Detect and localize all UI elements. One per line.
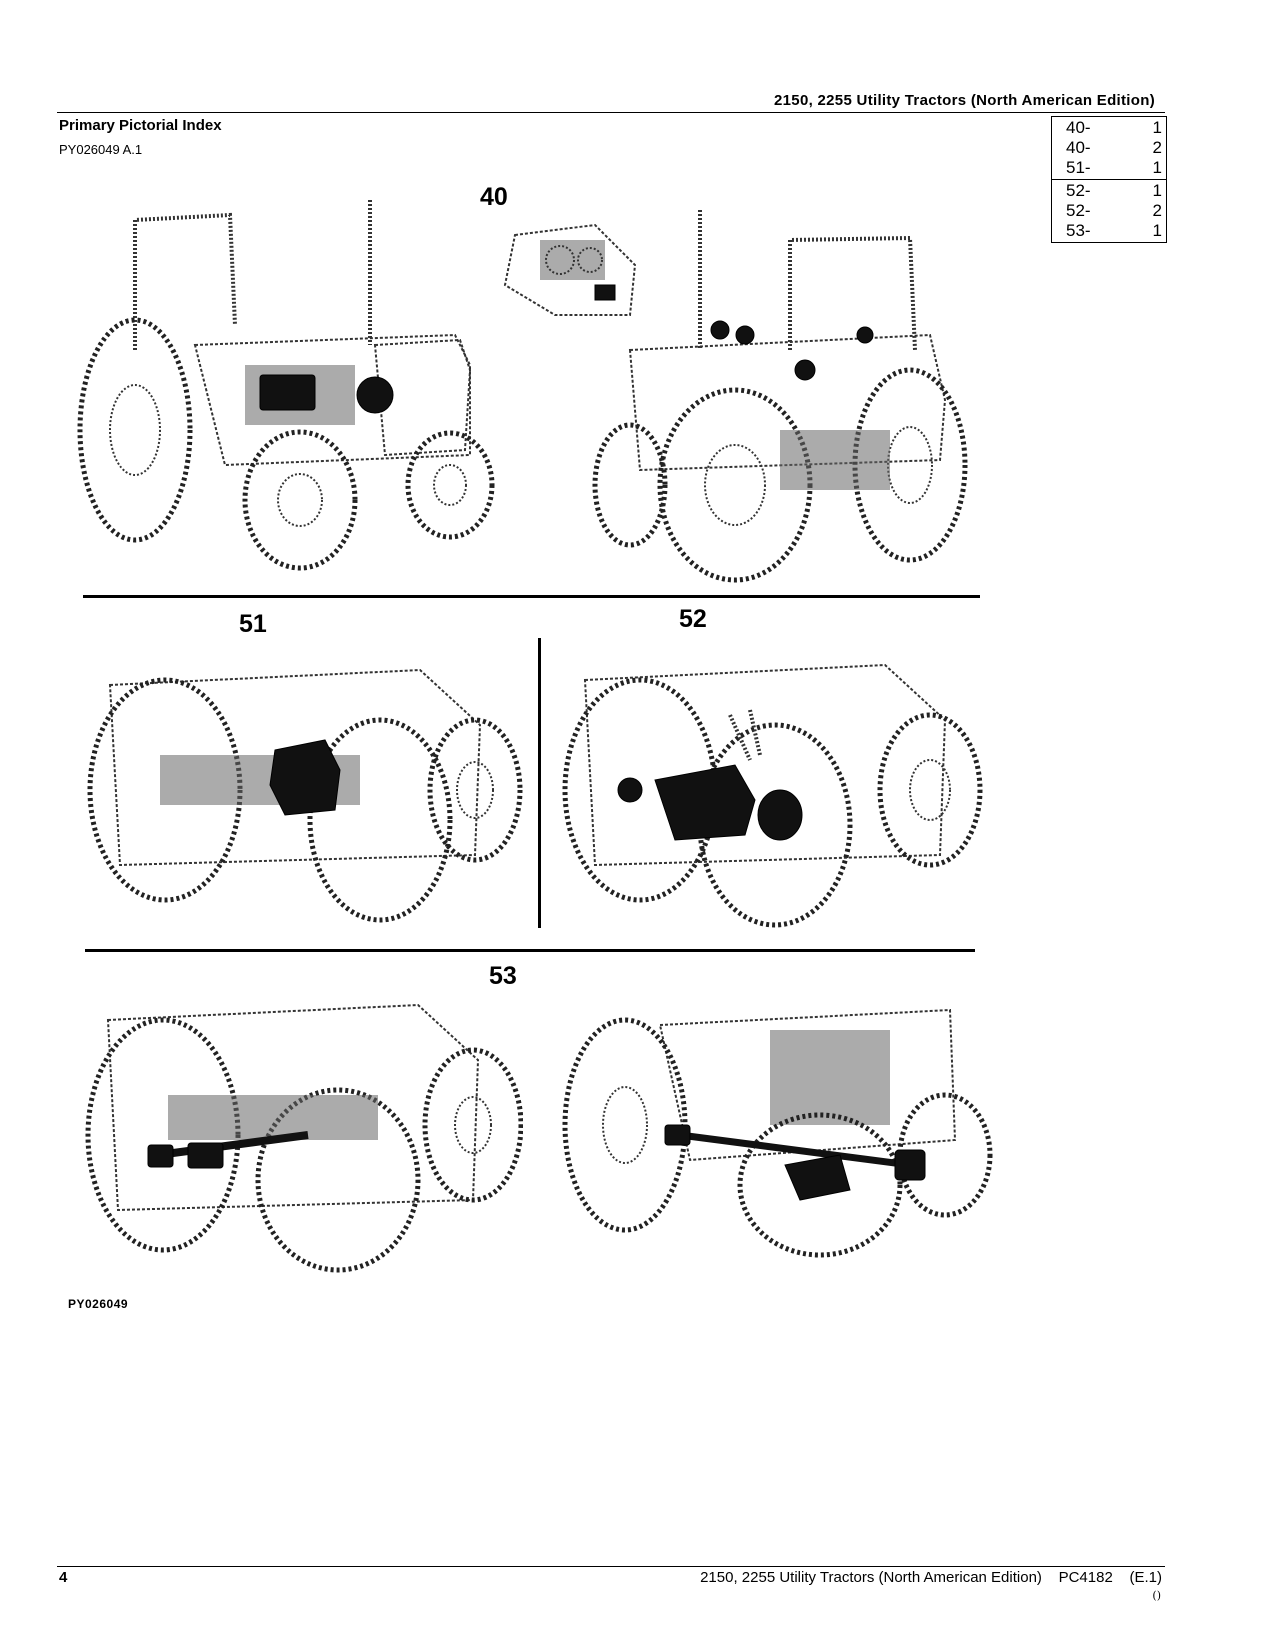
tractor-rear-illustration[interactable] xyxy=(580,200,990,590)
figure-divider-top xyxy=(83,595,980,598)
drive-shaft-illustration-right[interactable] xyxy=(560,1000,1000,1265)
index-row[interactable]: 51- 1 xyxy=(1052,158,1166,178)
figure-image-id: PY026049 xyxy=(68,1297,129,1311)
section-code: PY026049 A.1 xyxy=(59,142,143,157)
figure-label-40[interactable]: 40 xyxy=(480,183,508,211)
footer-doc-code: PC4182 xyxy=(1058,1569,1113,1586)
index-page: 2 xyxy=(1152,138,1162,157)
index-ref: 40- xyxy=(1066,118,1091,137)
index-page: 2 xyxy=(1152,201,1162,220)
header-title: 2150, 2255 Utility Tractors (North Ameri… xyxy=(774,92,1155,109)
index-page: 1 xyxy=(1152,221,1162,240)
footer-divider xyxy=(57,1566,1165,1567)
index-page: 1 xyxy=(1152,118,1162,137)
index-table: 40- 1 40- 2 51- 1 52- 1 52- 2 53- 1 xyxy=(1051,116,1167,243)
front-axle-illustration[interactable] xyxy=(80,645,525,930)
index-ref: 52- xyxy=(1066,201,1091,220)
figure-divider-middle xyxy=(538,638,541,928)
differential-illustration[interactable] xyxy=(555,640,985,935)
footer-info: 2150, 2255 Utility Tractors (North Ameri… xyxy=(700,1569,1162,1586)
index-group-1: 40- 1 40- 2 51- 1 xyxy=(1052,117,1166,180)
figure-label-53[interactable]: 53 xyxy=(489,962,517,990)
index-row[interactable]: 52- 2 xyxy=(1052,201,1166,221)
instrument-panel-illustration[interactable] xyxy=(495,205,645,320)
index-ref: 51- xyxy=(1066,158,1091,177)
index-ref: 52- xyxy=(1066,181,1091,200)
index-group-2: 52- 1 52- 2 53- 1 xyxy=(1052,180,1166,242)
drive-shaft-illustration-left[interactable] xyxy=(78,975,523,1280)
footer-title: 2150, 2255 Utility Tractors (North Ameri… xyxy=(700,1569,1042,1586)
header-divider xyxy=(57,112,1165,113)
tractor-electrical-illustration[interactable] xyxy=(75,195,515,585)
index-page: 1 xyxy=(1152,158,1162,177)
index-row[interactable]: 40- 1 xyxy=(1052,118,1166,138)
footer-mark: () xyxy=(1152,1589,1161,1602)
figure-label-52[interactable]: 52 xyxy=(679,605,707,633)
index-row[interactable]: 40- 2 xyxy=(1052,138,1166,158)
index-row[interactable]: 53- 1 xyxy=(1052,221,1166,241)
figure-label-51[interactable]: 51 xyxy=(239,610,267,638)
page-number: 4 xyxy=(59,1569,68,1586)
index-ref: 53- xyxy=(1066,221,1091,240)
index-row[interactable]: 52- 1 xyxy=(1052,181,1166,201)
index-ref: 40- xyxy=(1066,138,1091,157)
footer-edition: (E.1) xyxy=(1129,1569,1162,1586)
figure-divider-bottom xyxy=(85,949,975,952)
section-title: Primary Pictorial Index xyxy=(59,117,222,134)
index-page: 1 xyxy=(1152,181,1162,200)
